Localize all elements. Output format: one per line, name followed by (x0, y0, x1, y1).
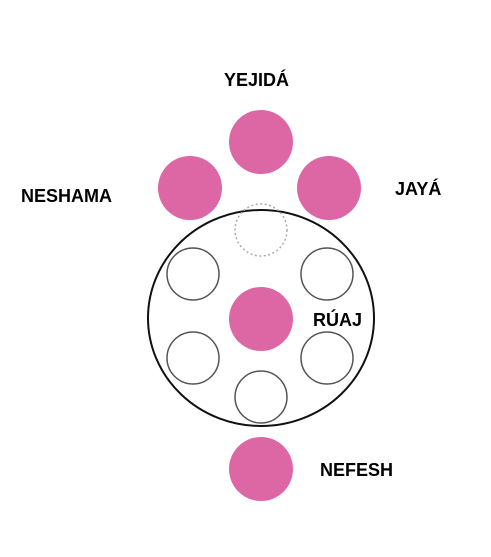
yejida-circle (229, 110, 293, 174)
label-yejida: YEJIDÁ (224, 70, 290, 90)
outline-circle-upper-right (300, 247, 354, 301)
outline-circle-lower-right (300, 331, 354, 385)
nefesh-circle (229, 437, 293, 501)
label-ruaj: RÚAJ (313, 310, 363, 330)
label-nefesh: NEFESH (320, 460, 394, 480)
ruaj-center-circle (229, 287, 293, 351)
outline-circle-bottom (234, 370, 288, 424)
label-jaya: JAYÁ (395, 179, 442, 199)
dotted-circle (234, 203, 288, 257)
outline-circle-upper-left (166, 247, 220, 301)
outline-circle-lower-left (166, 331, 220, 385)
jaya-circle (297, 156, 361, 220)
label-neshama: NESHAMA (21, 186, 113, 206)
neshama-circle (158, 156, 222, 220)
ruaj-enclosing-circle (147, 209, 375, 427)
